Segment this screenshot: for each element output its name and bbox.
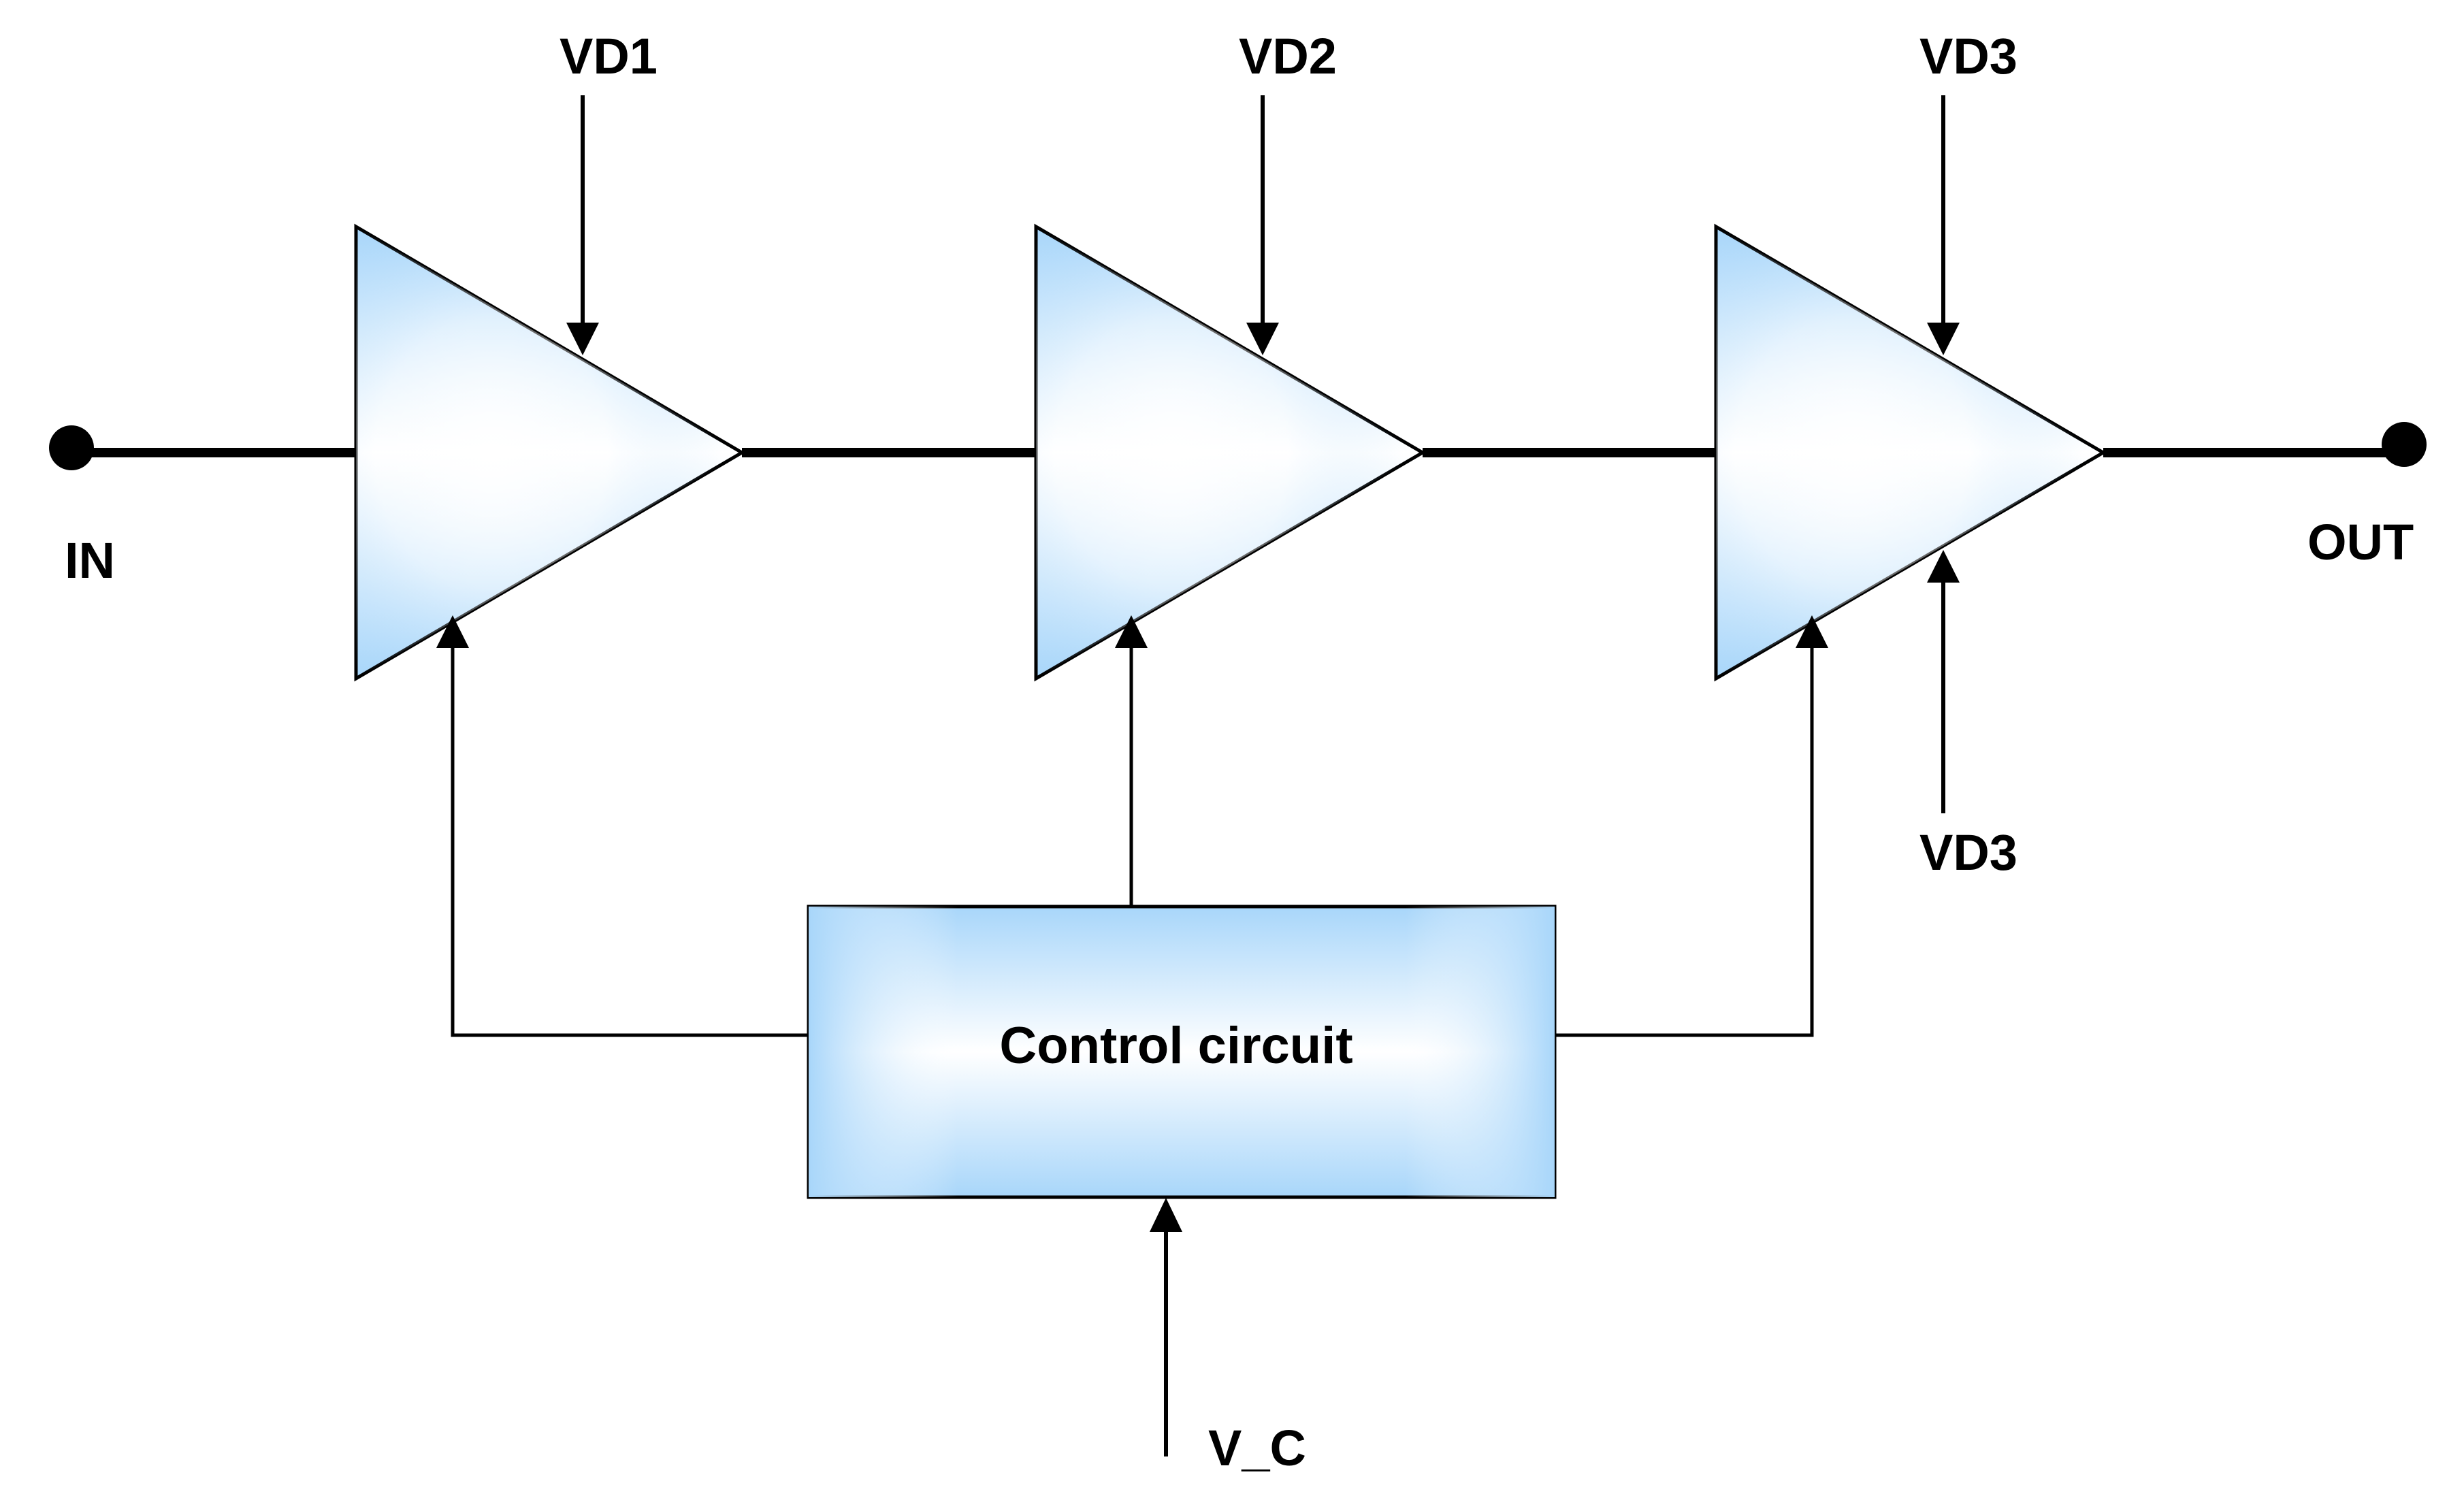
output-label: OUT — [2307, 514, 2414, 570]
vd1-label: VD1 — [560, 28, 658, 84]
vd2-supply-arrow — [1246, 95, 1279, 355]
control-circuit-block — [807, 905, 1557, 1199]
vd1-supply-arrow — [566, 95, 599, 355]
vc-label: V_C — [1208, 1420, 1306, 1476]
amplifier-stage-2 — [1034, 223, 1426, 682]
input-terminal — [49, 425, 94, 470]
amplifier-stage-1 — [354, 223, 745, 682]
control-line-stage-2 — [1115, 615, 1148, 907]
vd3-bottom-label: VD3 — [1919, 824, 2017, 881]
output-terminal — [2382, 422, 2427, 467]
vd2-label: VD2 — [1239, 28, 1337, 84]
control-line-stage-1 — [436, 615, 809, 1037]
input-label: IN — [65, 532, 115, 589]
vd3-top-label: VD3 — [1919, 28, 2017, 84]
amplifier-stage-3 — [1714, 223, 2107, 682]
control-circuit-label: Control circuit — [999, 1017, 1352, 1075]
vd3-top-supply-arrow — [1927, 95, 1960, 355]
vd3-bottom-supply-arrow — [1927, 550, 1960, 813]
control-line-stage-3 — [1555, 615, 1828, 1037]
vc-input-arrow — [1150, 1198, 1182, 1456]
